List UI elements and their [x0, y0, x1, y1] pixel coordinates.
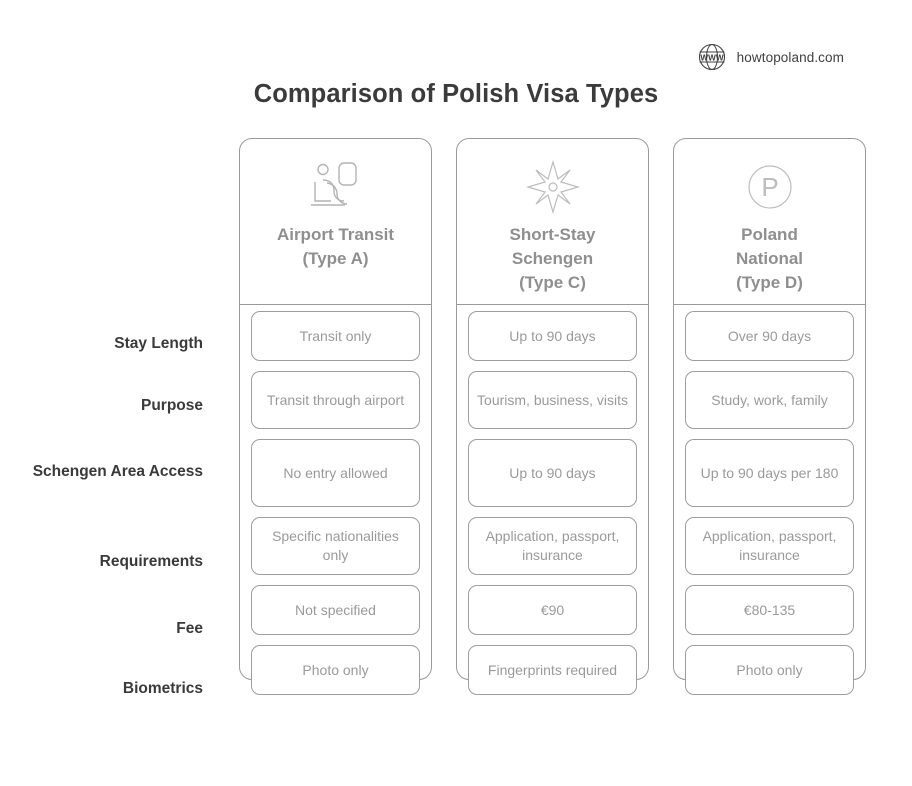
column-cells: Transit only Transit through airport No … [240, 305, 431, 727]
cell-schengen-area-access[interactable]: No entry allowed [251, 439, 420, 507]
cell-schengen-area-access[interactable]: Up to 90 days per 180 [685, 439, 854, 507]
column-title: Poland National (Type D) [730, 223, 809, 295]
column-title-line1: Airport Transit [276, 225, 395, 244]
row-label-biometrics: Biometrics [122, 680, 203, 697]
column-title: Short-Stay Schengen (Type C) [504, 223, 602, 295]
column-cells: Over 90 days Study, work, family Up to 9… [674, 305, 865, 727]
cell-fee[interactable]: €90 [468, 585, 637, 635]
cell-biometrics[interactable]: Photo only [251, 645, 420, 695]
cell-purpose[interactable]: Transit through airport [251, 371, 420, 429]
cell-requirements[interactable]: Specific nationalities only [251, 517, 420, 575]
column-title-line1: Poland [741, 225, 798, 244]
column-title-line2: National [735, 249, 804, 268]
column-title: Airport Transit (Type A) [271, 223, 400, 271]
column-title-line1: Short-Stay [509, 225, 596, 244]
column-title-line2: (Type A) [302, 249, 369, 268]
row-label-column: Stay Length Purpose Schengen Area Access… [0, 138, 239, 697]
visa-column-poland-national[interactable]: P Poland National (Type D) Over 90 days … [673, 138, 866, 695]
brand-label: howtopoland.com [736, 49, 844, 65]
cell-purpose[interactable]: Study, work, family [685, 371, 854, 429]
eight-point-star-icon [525, 159, 581, 215]
cell-schengen-area-access[interactable]: Up to 90 days [468, 439, 637, 507]
cell-requirements[interactable]: Application, passport, insurance [685, 517, 854, 575]
cell-fee[interactable]: €80-135 [685, 585, 854, 635]
column-title-line3: (Type C) [519, 273, 586, 292]
column-header: P Poland National (Type D) [674, 139, 865, 305]
airport-seat-passenger-icon [301, 159, 371, 215]
column-header: Short-Stay Schengen (Type C) [457, 139, 648, 305]
cell-purpose[interactable]: Tourism, business, visits [468, 371, 637, 429]
column-header: Airport Transit (Type A) [240, 139, 431, 305]
cell-stay-length[interactable]: Up to 90 days [468, 311, 637, 361]
comparison-table: Stay Length Purpose Schengen Area Access… [0, 138, 912, 726]
row-label-fee: Fee [176, 620, 203, 637]
cell-fee[interactable]: Not specified [251, 585, 420, 635]
column-cells: Up to 90 days Tourism, business, visits … [457, 305, 648, 727]
visa-column-airport-transit[interactable]: Airport Transit (Type A) Transit only Tr… [239, 138, 432, 695]
circled-p-icon: P [745, 159, 795, 215]
cell-stay-length[interactable]: Over 90 days [685, 311, 854, 361]
cell-biometrics[interactable]: Photo only [685, 645, 854, 695]
cell-biometrics[interactable]: Fingerprints required [468, 645, 637, 695]
page-title: Comparison of Polish Visa Types [253, 80, 659, 108]
brand-watermark: WWW howtopoland.com [697, 42, 844, 72]
svg-text:P: P [761, 172, 778, 202]
globe-www-icon: WWW [697, 42, 727, 72]
svg-text:WWW: WWW [700, 54, 723, 63]
cell-stay-length[interactable]: Transit only [251, 311, 420, 361]
row-label-purpose: Purpose [140, 397, 203, 414]
column-title-line2: Schengen [511, 249, 594, 268]
column-title-line3: (Type D) [736, 273, 803, 292]
row-label-requirements: Requirements [99, 553, 203, 570]
row-label-schengen-area-access: Schengen Area Access [32, 463, 203, 480]
row-label-stay-length: Stay Length [114, 335, 203, 352]
cell-requirements[interactable]: Application, passport, insurance [468, 517, 637, 575]
visa-column-short-stay-schengen[interactable]: Short-Stay Schengen (Type C) Up to 90 da… [456, 138, 649, 695]
